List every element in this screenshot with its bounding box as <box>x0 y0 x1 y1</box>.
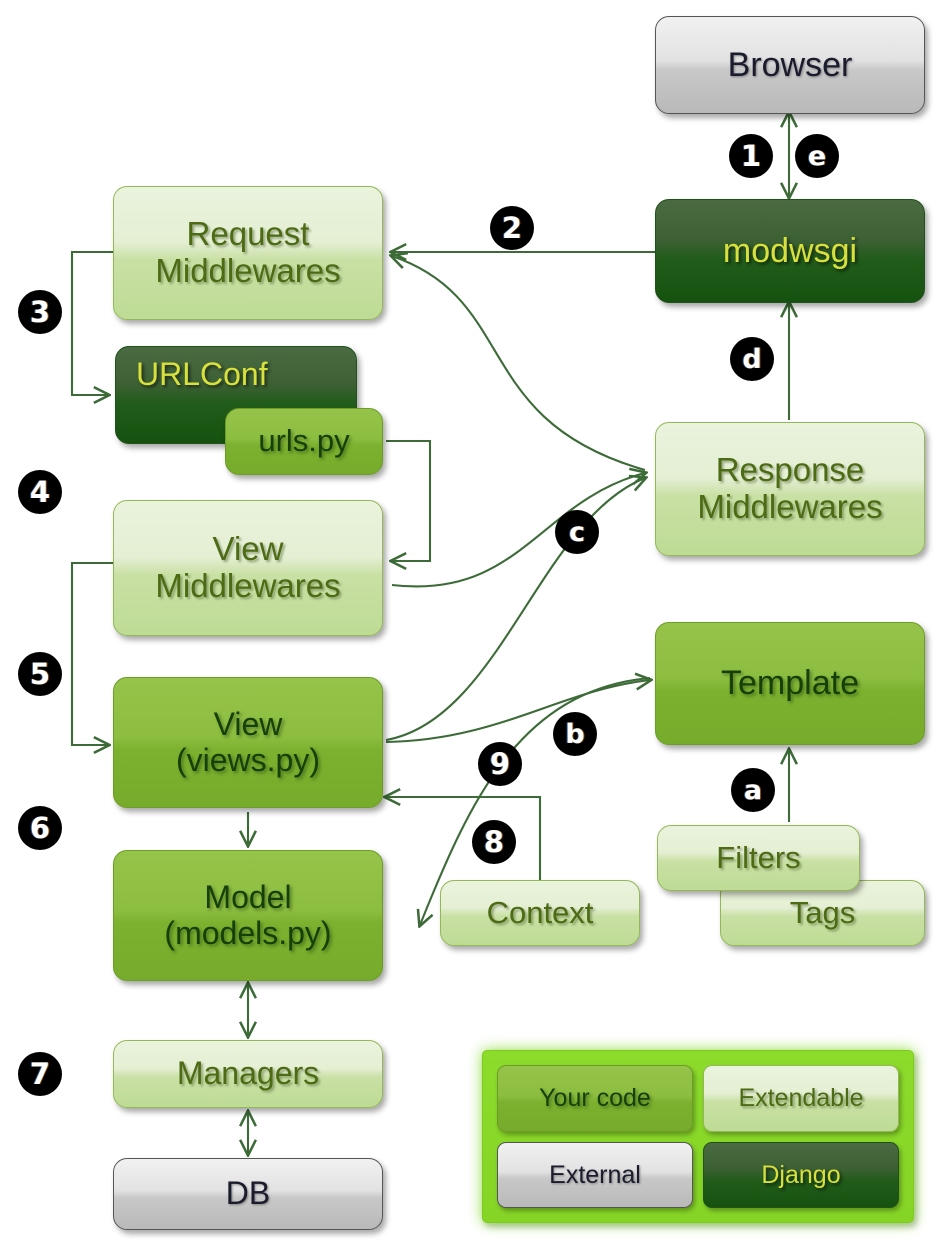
marker-step-3: 3 <box>18 290 62 334</box>
legend-item-extendable[interactable]: Extendable <box>703 1065 899 1132</box>
marker-step-8: 8 <box>472 820 516 864</box>
node-managers[interactable]: Managers <box>113 1040 383 1108</box>
marker-step-5: 5 <box>18 652 62 696</box>
legend-item-external[interactable]: External <box>497 1141 693 1208</box>
node-filters[interactable]: Filters <box>657 825 860 891</box>
wire-viewmw-response-curve <box>391 473 645 588</box>
node-template[interactable]: Template <box>655 622 925 745</box>
node-model[interactable]: Model (models.py) <box>113 850 383 981</box>
node-modwsgi[interactable]: modwsgi <box>655 199 925 303</box>
node-tags[interactable]: Tags <box>720 880 925 946</box>
legend-panel: Your code Extendable External Django <box>482 1050 914 1223</box>
marker-step-b: b <box>553 712 597 756</box>
marker-step-1: 1 <box>729 134 773 178</box>
node-urls-py[interactable]: urls.py <box>225 408 383 475</box>
node-context[interactable]: Context <box>440 880 640 946</box>
wire-context-view <box>386 797 542 880</box>
marker-step-a: a <box>731 768 775 812</box>
marker-step-d: d <box>730 337 774 381</box>
marker-step-c: c <box>555 510 599 554</box>
wire-request-response-curve <box>392 256 646 472</box>
marker-step-7: 7 <box>18 1052 62 1096</box>
legend-item-django[interactable]: Django <box>703 1141 899 1208</box>
node-request-middlewares[interactable]: Request Middlewares <box>113 186 383 320</box>
wire-view-response-curve <box>385 478 645 742</box>
marker-step-9: 9 <box>478 742 522 786</box>
marker-step-6: 6 <box>18 806 62 850</box>
marker-step-2: 2 <box>490 206 534 250</box>
node-view-middlewares[interactable]: View Middlewares <box>113 500 383 636</box>
node-view[interactable]: View (views.py) <box>113 677 383 808</box>
marker-step-4: 4 <box>18 470 62 514</box>
legend-item-your-code[interactable]: Your code <box>497 1065 693 1132</box>
node-response-middlewares[interactable]: Response Middlewares <box>655 422 925 556</box>
wire-view-template <box>385 680 650 744</box>
node-db[interactable]: DB <box>113 1158 383 1230</box>
wire-urlspy-viewmw <box>386 439 432 561</box>
node-browser[interactable]: Browser <box>655 16 925 114</box>
marker-step-e: e <box>795 134 839 178</box>
